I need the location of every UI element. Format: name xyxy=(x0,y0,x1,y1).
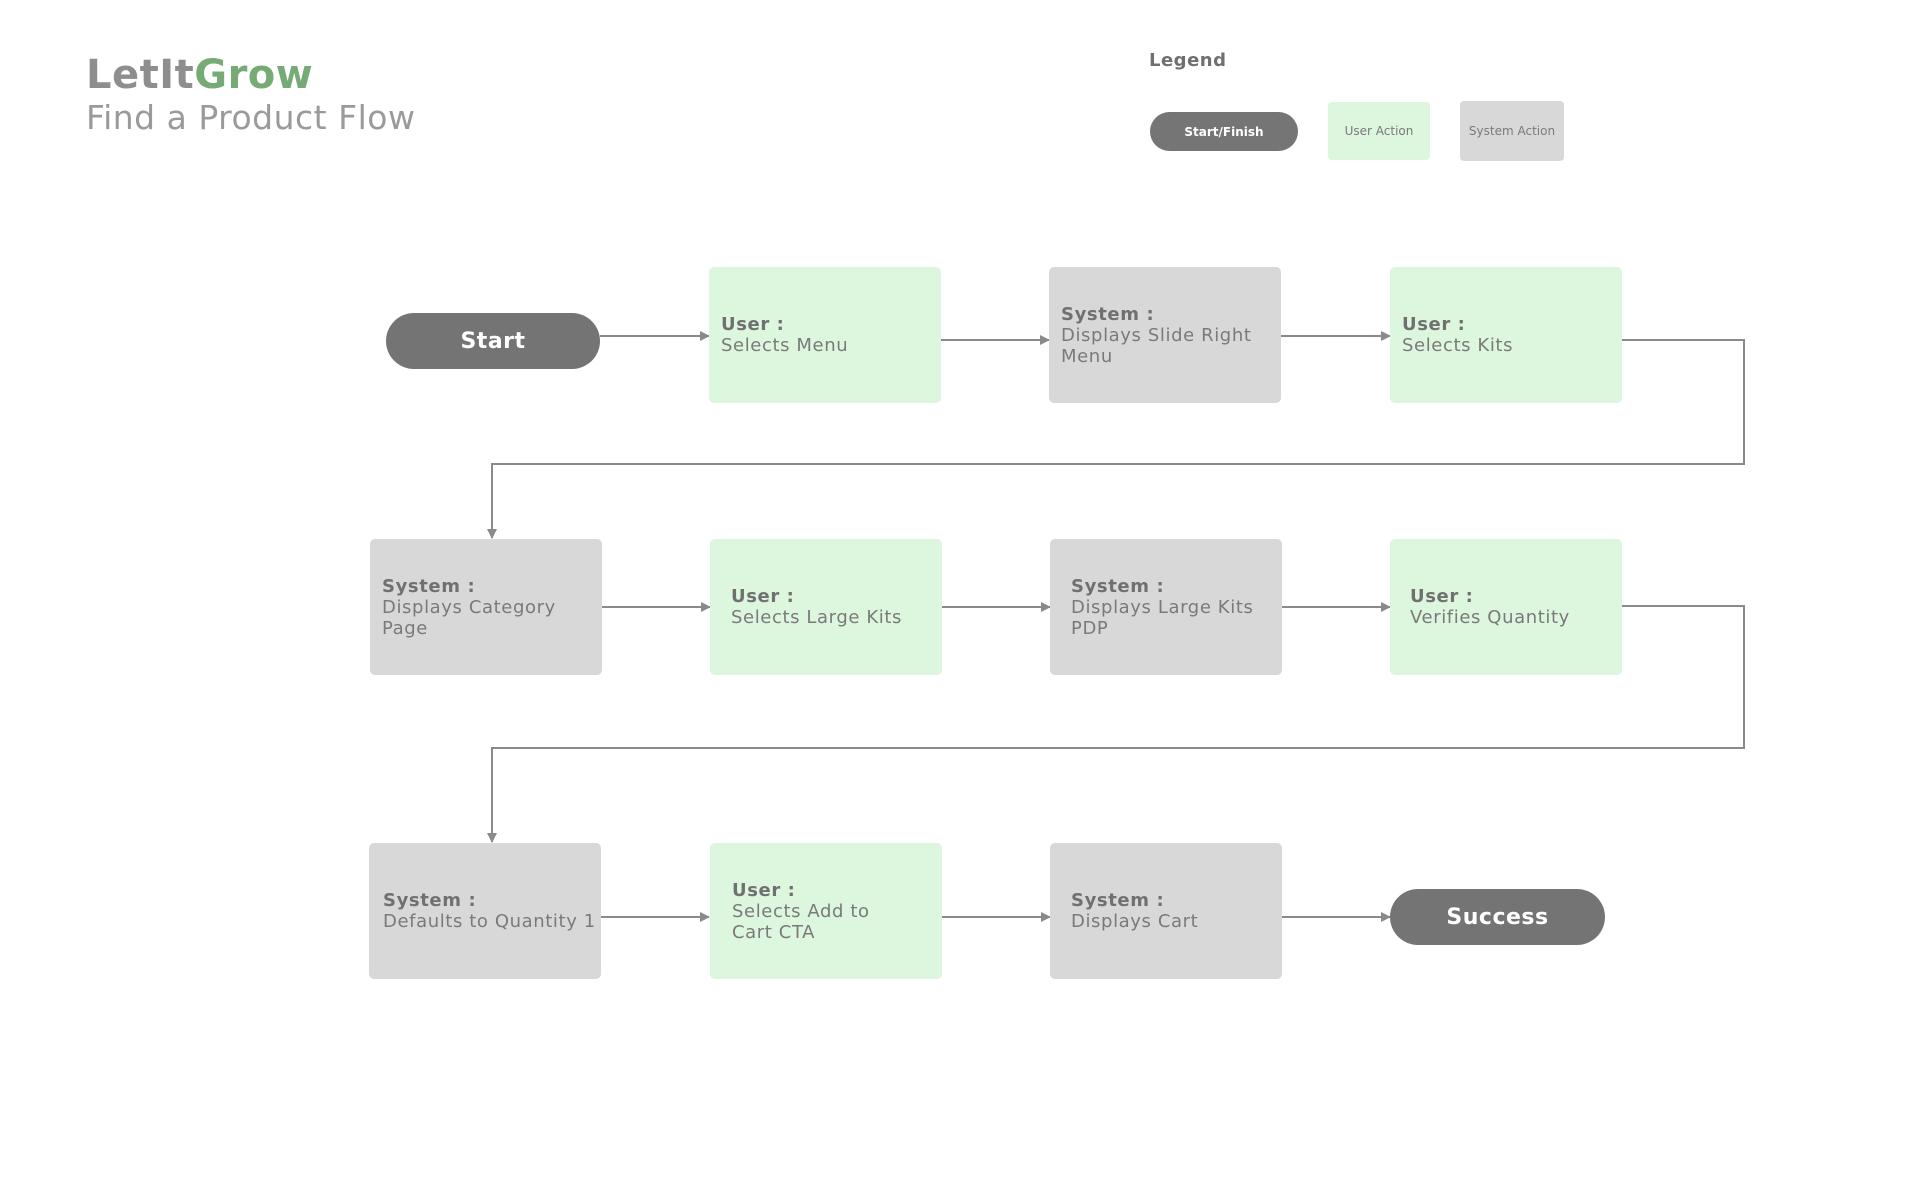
brand-logo: LetItGrow xyxy=(86,52,415,98)
flow-title: Find a Product Flow xyxy=(86,98,416,137)
step-role: System : xyxy=(383,890,477,911)
step-action: Displays Cart xyxy=(1071,911,1199,932)
step-action: Displays Category Page xyxy=(382,596,556,639)
step-user-verifies-quantity: User : Verifies Quantity xyxy=(1390,539,1622,675)
step-user-selects-menu: User : Selects Menu xyxy=(709,267,941,403)
step-system-defaults-quantity: System : Defaults to Quantity 1 xyxy=(369,843,601,979)
brand-name-part1: LetIt xyxy=(86,52,195,98)
step-action: Selects Kits xyxy=(1402,335,1514,356)
step-role: System : xyxy=(382,575,476,597)
step-system-displays-cart: System : Displays Cart xyxy=(1050,843,1282,979)
step-role: User : xyxy=(721,314,785,335)
legend-title: Legend xyxy=(1149,50,1227,71)
step-role: System : xyxy=(1061,303,1155,325)
step-system-displays-slide-menu: System : Displays Slide Right Menu xyxy=(1049,267,1281,403)
arrow-kits-to-category xyxy=(487,339,1745,539)
step-action: Displays Slide Right Menu xyxy=(1061,324,1252,367)
title-block: LetItGrow Find a Product Flow xyxy=(86,52,415,138)
step-action: Defaults to Quantity 1 xyxy=(383,911,596,932)
step-user-selects-large-kits: User : Selects Large Kits xyxy=(710,539,942,675)
step-user-selects-add-to-cart: User : Selects Add to Cart CTA xyxy=(710,843,942,979)
step-action: Selects Menu xyxy=(721,335,849,356)
start-node: Start xyxy=(386,313,600,369)
step-role: User : xyxy=(1410,586,1474,607)
step-action: Displays Large Kits PDP xyxy=(1071,596,1254,639)
step-role: User : xyxy=(732,879,796,901)
step-action: Verifies Quantity xyxy=(1410,607,1570,628)
step-action: Selects Add to Cart CTA xyxy=(732,900,870,943)
step-role: User : xyxy=(1402,314,1466,335)
step-role: System : xyxy=(1071,575,1165,597)
step-system-displays-category: System : Displays Category Page xyxy=(370,539,602,675)
legend-user-action: User Action xyxy=(1328,102,1430,160)
success-node: Success xyxy=(1390,889,1605,945)
step-role: User : xyxy=(731,586,795,607)
step-role: System : xyxy=(1071,890,1165,911)
brand-name-part2: Grow xyxy=(194,52,314,98)
step-system-displays-pdp: System : Displays Large Kits PDP xyxy=(1050,539,1282,675)
step-action: Selects Large Kits xyxy=(731,607,903,628)
legend-system-action: System Action xyxy=(1460,101,1564,161)
arrow-quantity-to-default xyxy=(487,605,1745,843)
legend-start-finish: Start/Finish xyxy=(1150,112,1298,151)
step-user-selects-kits: User : Selects Kits xyxy=(1390,267,1622,403)
